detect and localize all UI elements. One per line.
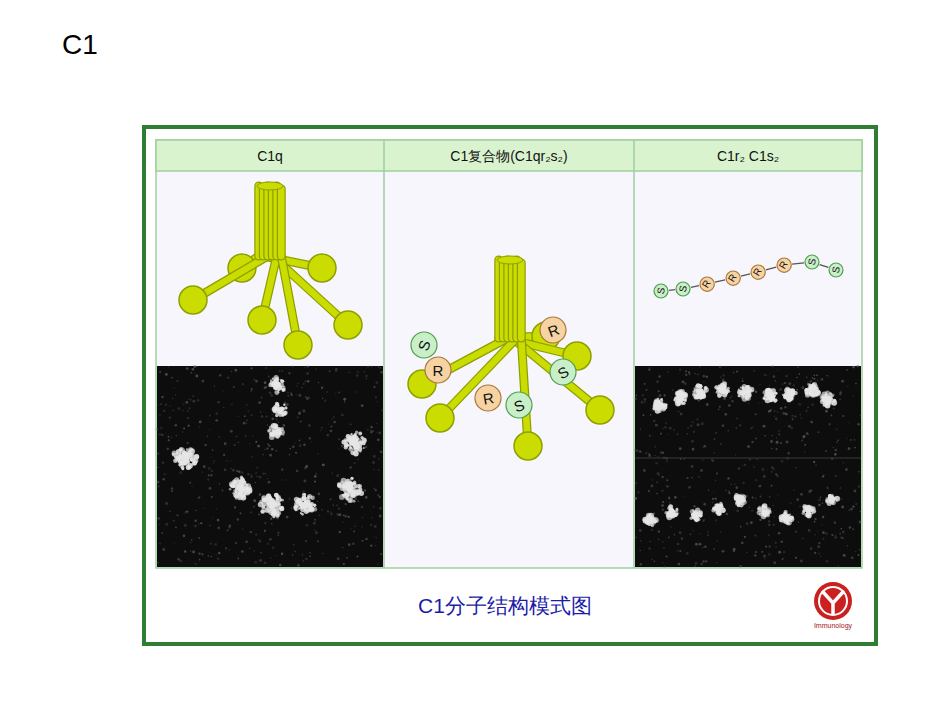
- protein-blob: [268, 375, 285, 395]
- c1r-circle: R: [750, 264, 766, 280]
- protein-blob: [825, 494, 840, 506]
- frame: [144, 127, 876, 644]
- protein-blob: [714, 381, 730, 398]
- column-header: C1r₂ C1s₂: [635, 141, 861, 170]
- c1-complex-model: [408, 256, 614, 460]
- logo-text: Immunology: [814, 622, 852, 630]
- column-header: C1q: [157, 141, 383, 170]
- protein-blob: [782, 387, 798, 403]
- micrograph: [635, 366, 861, 567]
- protein-blob: [341, 431, 366, 457]
- protein-blob: [258, 493, 285, 519]
- chain-link: [820, 265, 829, 268]
- protein-blob: [652, 398, 667, 414]
- node-label: R: [481, 390, 494, 407]
- c1r-circle: R: [725, 270, 741, 286]
- protein-blob: [642, 513, 658, 527]
- protein-blob: [711, 502, 725, 516]
- protein-blob: [692, 383, 709, 399]
- c1q-model: [179, 182, 362, 359]
- protein-blob: [337, 477, 364, 503]
- node-label: C1复合物(C1qr₂s₂): [450, 149, 567, 163]
- micrograph-noise: [156, 365, 384, 567]
- protein-blob: [272, 402, 288, 417]
- chain-link: [741, 274, 750, 276]
- figure-caption: C1分子结构模式图: [418, 594, 592, 617]
- chain-link: [792, 263, 804, 264]
- c1s-circle: S: [505, 391, 533, 419]
- column-header: C1复合物(C1qr₂s₂): [385, 141, 633, 170]
- c1r-circle: R: [699, 276, 715, 292]
- c1r-circle: R: [539, 316, 567, 344]
- protein-blob: [757, 503, 772, 519]
- protein-blob: [804, 382, 821, 398]
- protein-blob: [229, 476, 253, 501]
- protein-blob: [734, 493, 747, 507]
- node-label: C1r₂ C1s₂: [717, 149, 779, 163]
- node-label: R: [433, 363, 444, 378]
- c1s-circle: S: [653, 283, 669, 299]
- protein-blob: [820, 390, 837, 408]
- slide-title: C1: [62, 30, 98, 61]
- grid-line: [383, 140, 385, 568]
- c1r-circle: R: [776, 257, 792, 273]
- header-row: [156, 140, 862, 171]
- c1r-circle: R: [474, 384, 502, 412]
- protein-blob: [293, 493, 317, 516]
- protein-blob: [802, 504, 817, 518]
- micrograph: [157, 366, 383, 567]
- chain-link: [691, 286, 699, 288]
- logo: [814, 582, 852, 620]
- protein-blob: [673, 389, 688, 406]
- micrograph-noise: [634, 365, 861, 568]
- protein-blob: [779, 510, 795, 525]
- protein-blob: [267, 423, 285, 440]
- protein-blob: [664, 504, 678, 520]
- chain-link: [715, 280, 725, 282]
- chain-link: [766, 267, 776, 270]
- c1s-circle: S: [410, 331, 438, 359]
- protein-blob: [737, 384, 754, 402]
- node-label: C1q: [257, 149, 283, 163]
- protein-blob: [690, 507, 703, 522]
- c1s-circle: S: [549, 358, 577, 386]
- table: [156, 140, 862, 568]
- c1s-circle: S: [804, 254, 820, 270]
- c1r-circle: R: [424, 356, 452, 384]
- c1s-circle: S: [675, 281, 691, 297]
- chain-link: [669, 289, 675, 291]
- protein-blob: [172, 447, 200, 470]
- c1s-circle: S: [828, 262, 844, 278]
- photo-divider: [635, 458, 861, 459]
- protein-blob: [763, 388, 778, 403]
- grid-line: [633, 140, 635, 568]
